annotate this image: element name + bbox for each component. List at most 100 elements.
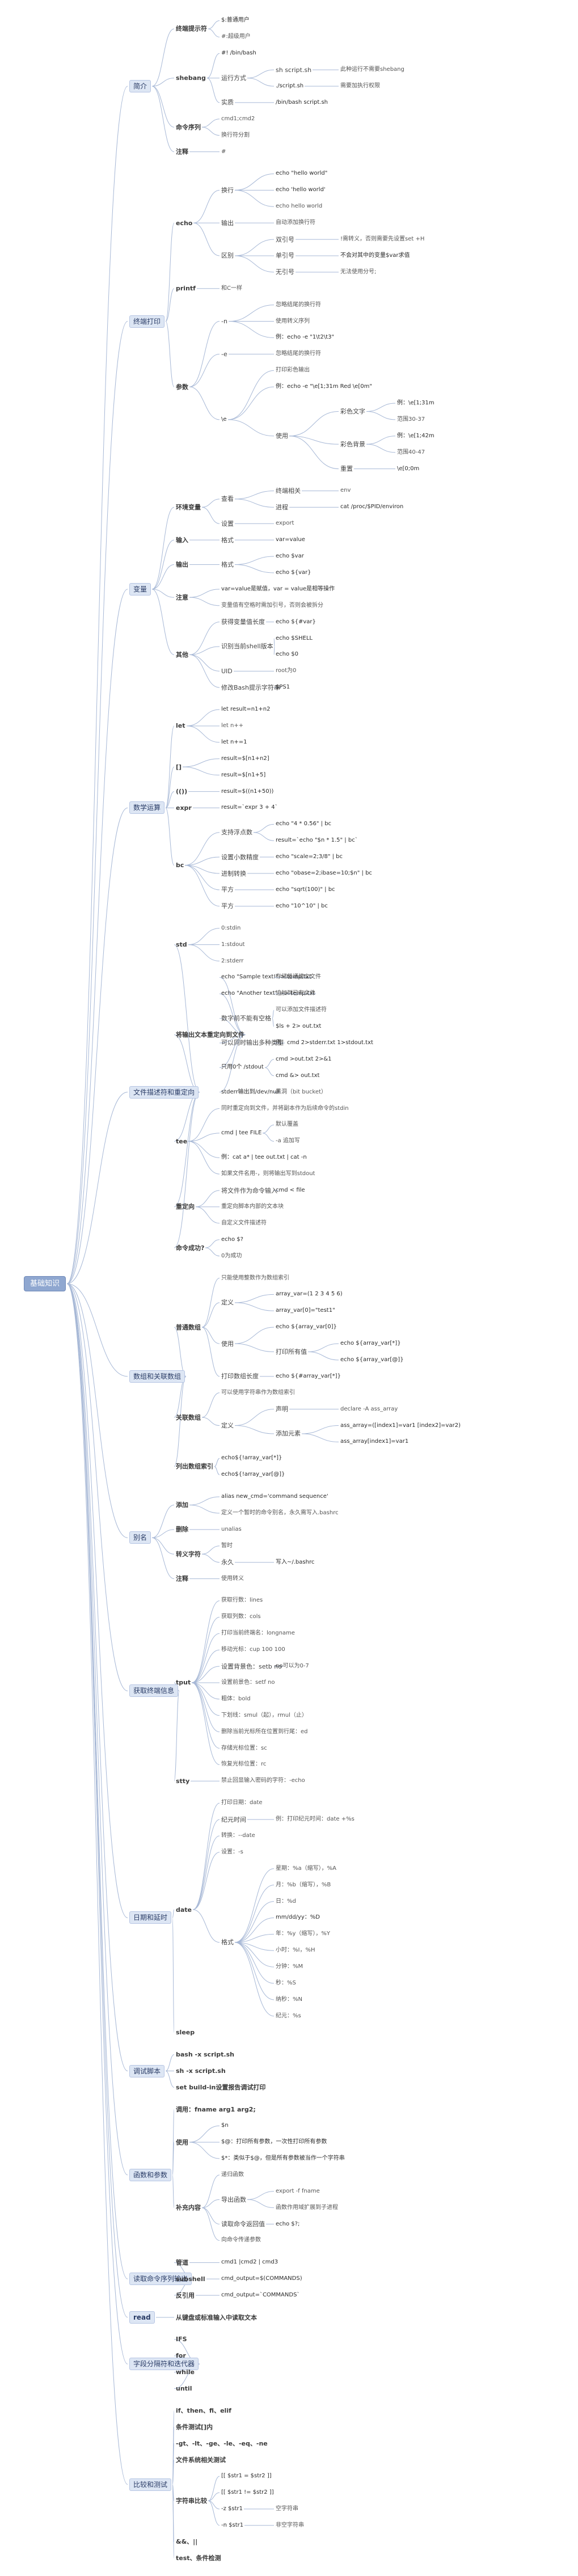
leaf-node[interactable]: 写入~/.bashrc [276,1559,315,1565]
leaf-node[interactable]: echo ${#array_var[*]} [276,1373,341,1379]
leaf-node[interactable]: cmd1 |cmd2 | cmd3 [221,2259,279,2266]
leaf-node[interactable]: 区别 [221,252,234,260]
subtopic-node[interactable]: bc [176,862,184,869]
leaf-node[interactable]: export [276,520,294,527]
leaf-node[interactable]: #! /bin/bash [221,50,256,57]
subtopic-node[interactable]: 命令成功? [176,1244,205,1252]
topic-node[interactable]: read [129,2311,155,2324]
leaf-node[interactable]: echo $0 [276,651,299,658]
subtopic-node[interactable]: until [176,2385,192,2393]
subtopic-node[interactable]: sleep [176,2029,195,2037]
subtopic-node[interactable]: shebang [176,74,206,82]
leaf-node[interactable]: 秒：%S [276,1980,296,1987]
leaf-node[interactable]: 暂时 [221,1542,233,1549]
subtopic-node[interactable]: 输入 [176,536,188,544]
leaf-node[interactable]: unalias [221,1526,242,1532]
topic-node[interactable]: 日期和延时 [129,1911,172,1924]
leaf-node[interactable]: 永久 [221,1559,234,1566]
leaf-node[interactable]: 纪元：%s [276,2012,301,2019]
subtopic-node[interactable]: -gt、-lt、-ge、-le、-eq、-ne [176,2439,268,2447]
leaf-node[interactable]: 可以同时输出多种类型 [221,1039,284,1047]
subtopic-node[interactable]: 注释 [176,148,188,156]
leaf-node[interactable]: 星期：%a（缩写），%A [276,1865,336,1872]
leaf-node[interactable]: # [221,148,226,155]
subtopic-node[interactable]: (()) [176,788,188,796]
subtopic-node[interactable]: 参数 [176,383,188,391]
leaf-node[interactable]: 和C一样 [221,285,242,292]
leaf-node[interactable]: 月：%b（缩写），%B [276,1881,331,1888]
leaf-node[interactable]: cmd_output=`COMMANDS` [221,2292,300,2299]
leaf-node[interactable]: 设置前景色：setf no [221,1679,275,1686]
leaf-node[interactable]: cmd1;cmd2 [221,115,255,122]
leaf-node[interactable]: 变量值有空格时需加引号，否则会被拆分 [221,602,323,609]
leaf-node[interactable]: 无引号 [276,268,294,276]
leaf-node[interactable]: 函数作用域扩展到子进程 [276,2204,338,2211]
leaf-node[interactable]: $PS1 [276,684,290,691]
leaf-node[interactable]: 自定义文件描述符 [221,1219,267,1226]
leaf-node[interactable]: mm/dd/yy：%D [276,1914,320,1921]
subtopic-node[interactable]: 其他 [176,651,188,658]
leaf-node[interactable]: 添加元素 [276,1430,301,1438]
leaf-node[interactable]: 平方 [221,886,234,894]
leaf-node[interactable]: 获取列数：cols [221,1614,261,1620]
subtopic-node[interactable]: 注释 [176,1575,188,1583]
leaf-node[interactable]: 格式 [221,536,234,544]
leaf-node[interactable]: 例：cmd 2>stderr.txt 1>stdout.txt [276,1039,373,1046]
leaf-node[interactable]: 纪元时间 [221,1815,246,1823]
leaf-node[interactable]: cmd >out.txt 2>&1 [276,1055,332,1062]
leaf-node[interactable]: 打印彩色输出 [276,367,310,374]
leaf-node[interactable]: env [340,487,351,494]
subtopic-node[interactable]: 调用：fname arg1 arg2; [176,2105,256,2113]
leaf-node[interactable]: 范围30-37 [397,416,425,423]
leaf-node[interactable]: export -f fname [276,2188,320,2194]
leaf-node[interactable]: let result=n1+n2 [221,706,271,713]
leaf-node[interactable]: 设置小数精度 [221,853,259,861]
leaf-node[interactable]: result=$[n1+n2] [221,755,269,762]
subtopic-node[interactable]: tee [176,1137,188,1145]
leaf-node[interactable]: 打印所有值 [276,1348,307,1356]
subtopic-node[interactable]: sh -x script.sh [176,2067,226,2075]
leaf-node[interactable]: 1:stdout [221,941,245,948]
leaf-node[interactable]: sh script.sh [276,66,312,74]
leaf-node[interactable]: result=$((n1+50)) [221,788,274,795]
leaf-node[interactable]: 小时：%I，%H [276,1947,315,1954]
leaf-node[interactable]: 例：cat a* | tee out.txt | cat -n [221,1154,307,1161]
leaf-node[interactable]: result=`echo "$n * 1.5" | bc` [276,837,358,844]
leaf-node[interactable]: let n++ [221,722,244,729]
leaf-node[interactable]: 导出函数 [221,2195,246,2203]
leaf-node[interactable]: alias new_cmd='command sequence' [221,1493,328,1500]
leaf-node[interactable]: 日：%d [276,1898,296,1904]
topic-node[interactable]: 比较和测试 [129,2478,172,2491]
leaf-node[interactable]: \e[0;0m [397,465,420,472]
leaf-node[interactable]: 分钟：%M [276,1963,303,1970]
leaf-node[interactable]: declare -A ass_array [340,1405,398,1412]
topic-node[interactable]: 字段分隔符和迭代器 [129,2358,199,2371]
leaf-node[interactable]: cat /proc/$PID/environ [340,504,404,510]
leaf-node[interactable]: 0为成功 [221,1252,242,1259]
leaf-node[interactable]: 移动光标：cup 100 100 [221,1646,285,1653]
leaf-node[interactable]: echo ${array_var[*]} [340,1340,401,1347]
leaf-node[interactable]: 同时重定向到文件，并将副本作为后续命令的stdin [221,1105,349,1112]
leaf-node[interactable]: 此种运行不需要shebang [340,66,404,73]
leaf-node[interactable]: [[ $str1 != $str2 ]] [221,2489,274,2495]
leaf-node[interactable]: 忽略结尾的换行符 [276,350,321,357]
leaf-node[interactable]: 修改Bash提示字符串 [221,683,280,691]
leaf-node[interactable]: [[ $str1 = $str2 ]] [221,2473,272,2480]
leaf-node[interactable]: -n [221,318,227,326]
leaf-node[interactable]: -e [221,350,227,358]
subtopic-node[interactable]: 管道 [176,2258,188,2266]
subtopic-node[interactable]: 反引用 [176,2291,195,2299]
leaf-node[interactable]: 例：\e[1;31m [397,400,434,406]
leaf-node[interactable]: 识别当前shell版本 [221,643,273,651]
leaf-node[interactable]: 平方 [221,902,234,910]
leaf-node[interactable]: var=value [276,537,305,543]
leaf-node[interactable]: 双引号 [276,235,294,243]
subtopic-node[interactable]: let [176,722,185,730]
leaf-node[interactable]: 可以使用字符串作为数组索引 [221,1389,295,1396]
leaf-node[interactable]: !需转义，否则需要先设置set +H [340,236,425,243]
leaf-node[interactable]: result=$[n1+5] [221,771,266,778]
leaf-node[interactable]: array_var[0]="test1" [276,1307,335,1314]
leaf-node[interactable]: array_var=(1 2 3 4 5 6) [276,1291,343,1298]
leaf-node[interactable]: 使用转义序列 [276,318,310,324]
subtopic-node[interactable]: 删除 [176,1526,188,1534]
